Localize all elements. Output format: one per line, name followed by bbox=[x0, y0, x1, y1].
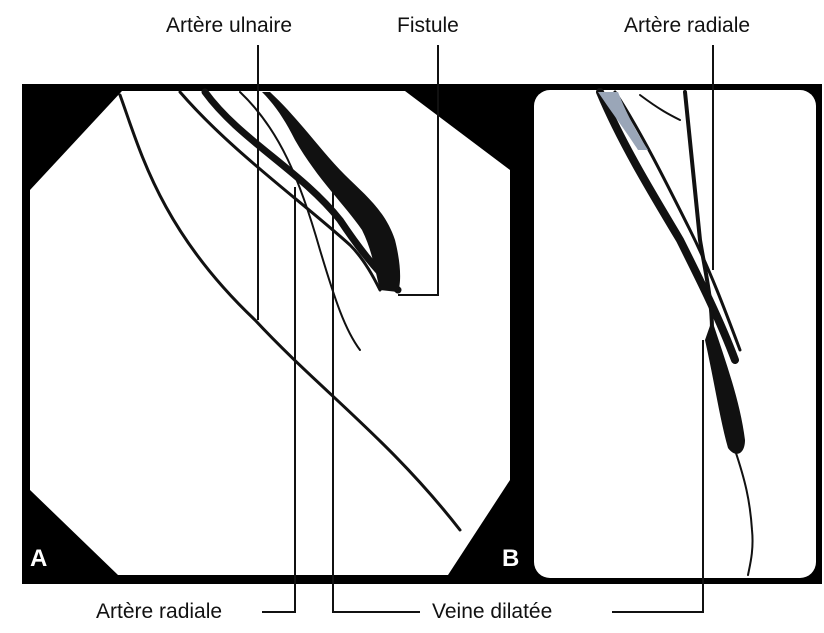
label-fistula: Fistule bbox=[397, 14, 459, 38]
label-dilated-vein: Veine dilatée bbox=[432, 600, 552, 624]
label-radial-artery-top: Artère radiale bbox=[624, 14, 750, 38]
label-ulnar-artery: Artère ulnaire bbox=[166, 14, 292, 38]
panel-label-b: B bbox=[502, 545, 519, 573]
panel-b-field bbox=[534, 90, 816, 578]
label-radial-artery-bottom: Artère radiale bbox=[96, 600, 222, 624]
panel-label-a: A bbox=[30, 545, 47, 573]
